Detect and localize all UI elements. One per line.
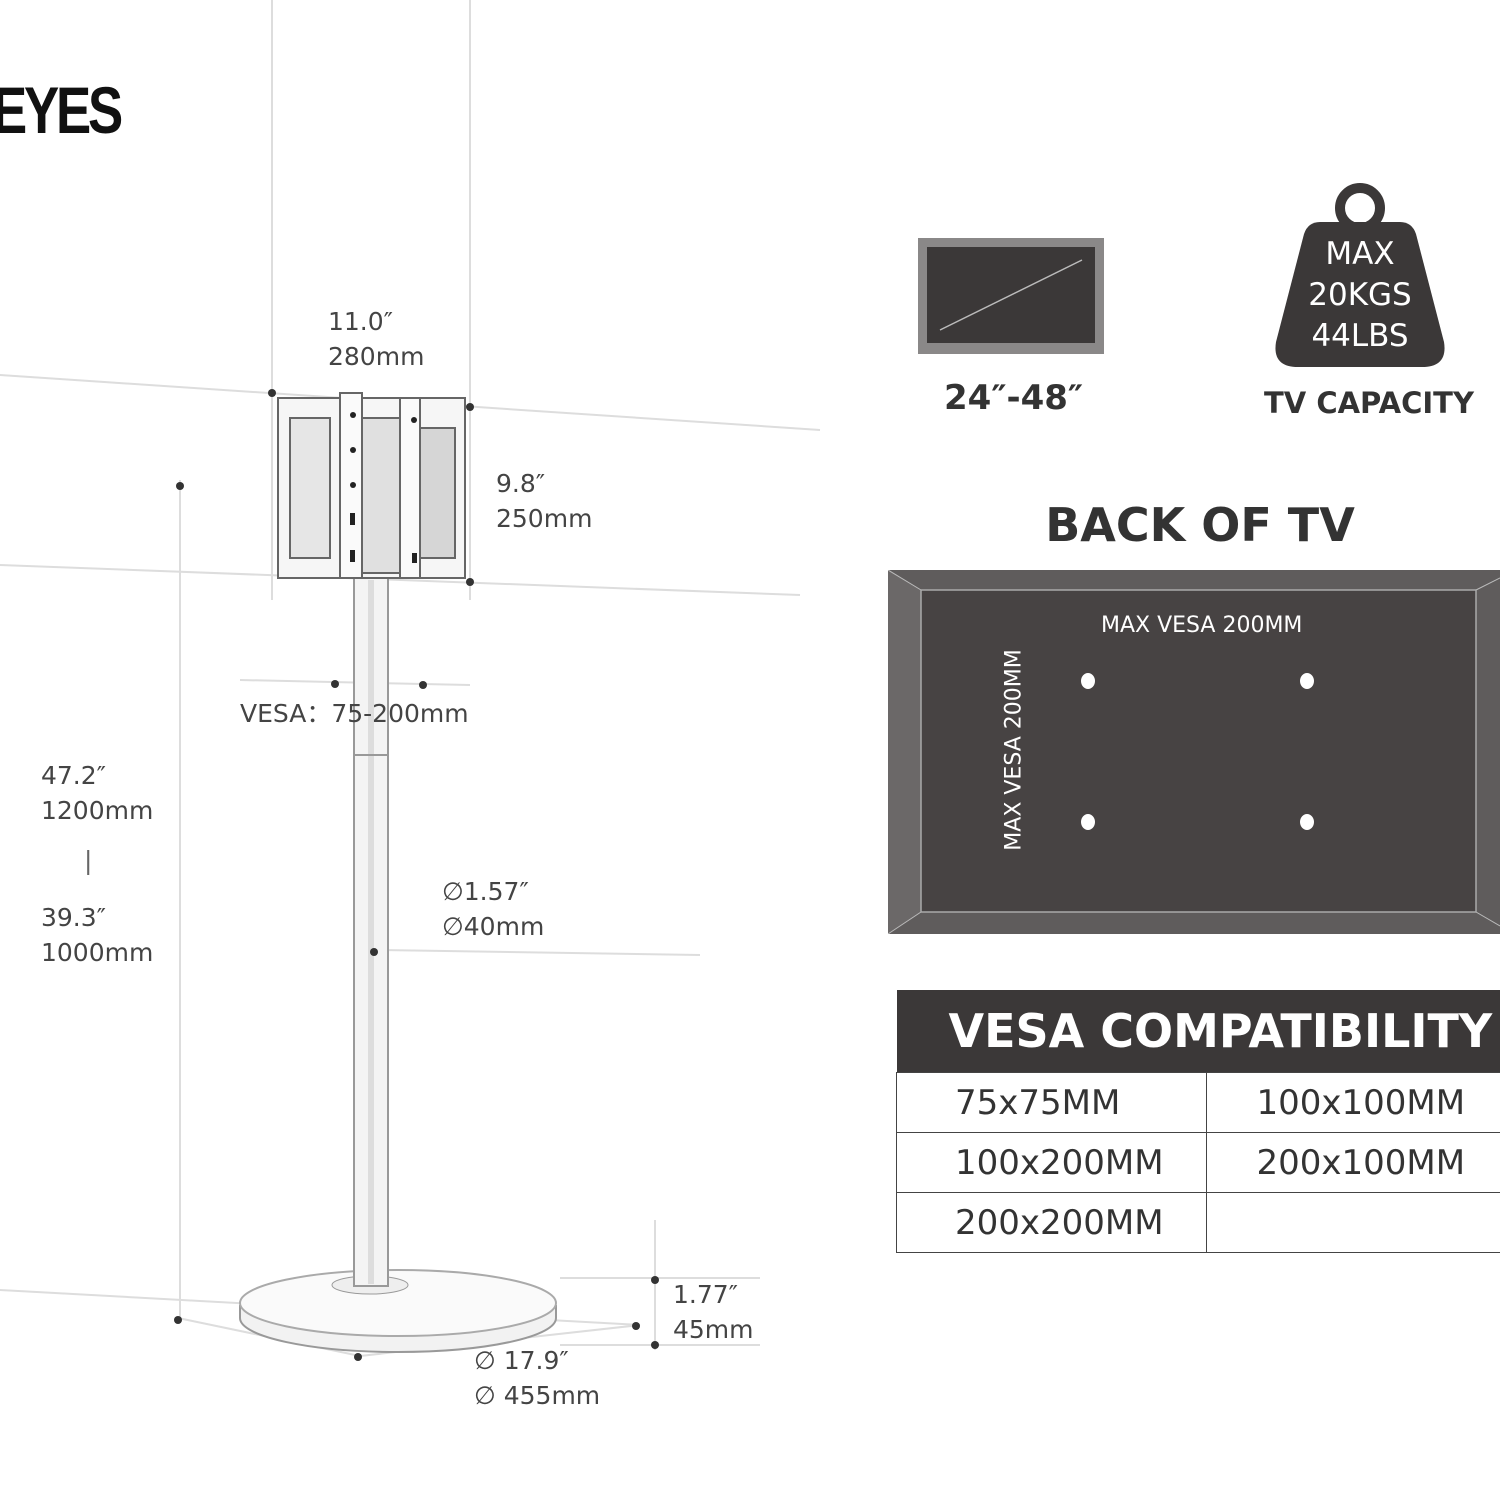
back-of-tv-title: BACK OF TV: [1045, 498, 1355, 552]
height-separator: |: [84, 846, 93, 875]
table-cell: 75x75MM: [896, 1072, 1207, 1133]
base-thickness-label: 1.77″ 45mm: [673, 1277, 754, 1347]
table-cell: 200x200MM: [896, 1192, 1207, 1253]
vesa-holes: [1081, 673, 1314, 830]
base-diameter-mm: ∅ 455mm: [474, 1381, 601, 1410]
height-max-inch: 47.2″: [41, 761, 107, 790]
weight-lbs: 44LBS: [1311, 318, 1409, 354]
height-min-label: 39.3″ 1000mm: [41, 900, 153, 970]
base-diameter-inch: ∅ 17.9″: [474, 1346, 569, 1375]
base-thickness-inch: 1.77″: [673, 1280, 739, 1309]
weight-text: MAX 20KGS 44LBS: [1272, 234, 1448, 357]
base-top: [239, 1269, 557, 1337]
height-min-inch: 39.3″: [41, 903, 107, 932]
tv-capacity-label: TV CAPACITY: [1264, 386, 1474, 420]
screen-size-label: 24″-48″: [944, 378, 1084, 418]
pole-diameter-label: ∅1.57″ ∅40mm: [442, 874, 544, 944]
vesa-range-label: VESA：75-200mm: [240, 699, 469, 728]
base-thickness-mm: 45mm: [673, 1315, 754, 1344]
height-max-mm: 1200mm: [41, 796, 154, 825]
table-row: 75x75MM 100x100MM: [896, 1072, 1500, 1133]
dimension-dots: [174, 389, 659, 1361]
mount-width-mm: 280mm: [328, 342, 425, 371]
weight-max: MAX: [1325, 236, 1395, 272]
weight-icon: [1275, 183, 1445, 367]
table-row: 200x200MM: [896, 1192, 1500, 1253]
guide-lines: [0, 0, 821, 1357]
table-title: VESA COMPATIBILITY: [896, 990, 1500, 1073]
pole-diameter-mm: ∅40mm: [442, 912, 545, 941]
height-max-label: 47.2″ 1200mm: [41, 758, 153, 828]
table-cell: 100x200MM: [896, 1132, 1207, 1193]
base-diameter-label: ∅ 17.9″ ∅ 455mm: [474, 1343, 600, 1413]
vesa-horizontal-label: MAX VESA 200MM: [1101, 613, 1303, 638]
table-cell: 200x100MM: [1205, 1132, 1500, 1193]
mount-height-inch: 9.8″: [496, 469, 546, 498]
mount-height-mm: 250mm: [496, 504, 593, 533]
mount-width-inch: 11.0″: [328, 307, 394, 336]
vesa-compatibility-table: VESA COMPATIBILITY 75x75MM 100x100MM 100…: [896, 990, 1500, 1253]
table-cell: [1205, 1192, 1500, 1253]
table-cell: 100x100MM: [1205, 1072, 1500, 1133]
tv-back-panel: [888, 570, 1500, 934]
mount-height-label: 9.8″ 250mm: [496, 466, 592, 536]
tv-screen-icon: [918, 238, 1104, 354]
vesa-mount: [277, 392, 466, 579]
mount-width-label: 11.0″ 280mm: [328, 304, 424, 374]
height-min-mm: 1000mm: [41, 938, 154, 967]
pole-diameter-inch: ∅1.57″: [442, 877, 529, 906]
vesa-vertical-label: MAX VESA 200MM: [1001, 649, 1027, 851]
table-row: 100x200MM 200x100MM: [896, 1132, 1500, 1193]
weight-kgs: 20KGS: [1308, 277, 1412, 313]
brand-logo: EYES: [0, 73, 123, 147]
